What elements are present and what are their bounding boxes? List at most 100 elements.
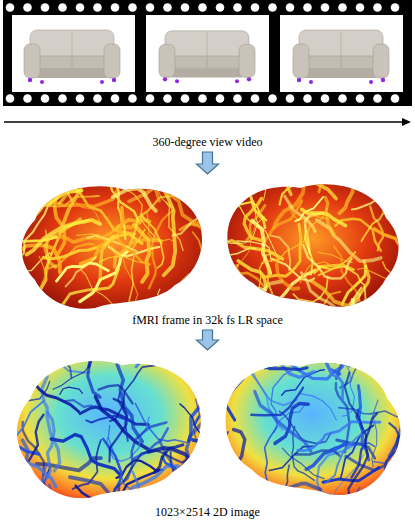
video-panel: 360-degree view video <box>0 0 415 150</box>
sprocket-hole <box>76 94 85 103</box>
fmri-flatmap <box>256 168 294 188</box>
fmri-flatmap <box>374 229 415 285</box>
fmri-panel: fMRI frame in 32k fs LR space <box>0 176 415 328</box>
sprocket-hole <box>23 94 32 103</box>
sprocket-hole <box>111 3 120 12</box>
jet-flatmap <box>29 377 79 412</box>
fmri-flatmap <box>383 262 415 305</box>
fmri-flatmap <box>43 234 142 259</box>
jet-flatmap <box>218 356 407 502</box>
time-arrow <box>402 118 411 126</box>
jet-flatmap <box>194 384 226 424</box>
fmri-flatmap <box>147 213 175 242</box>
sprocket-hole <box>23 3 32 12</box>
fmri-flatmap <box>177 301 221 356</box>
sprocket-hole <box>146 3 155 12</box>
jet-flatmap <box>110 358 171 421</box>
jet-flatmap <box>263 353 314 377</box>
fmri-flatmap <box>311 281 375 313</box>
fmri-flatmap <box>319 252 356 275</box>
jet-flatmap <box>163 457 235 511</box>
fmri-flatmap <box>293 178 336 199</box>
jet-flatmap <box>323 468 379 483</box>
jet-flatmap <box>148 448 197 484</box>
fmri-flatmap <box>0 295 49 343</box>
jet-flatmap <box>351 488 360 523</box>
jet-flatmap <box>244 332 307 369</box>
jet-flatmap <box>385 423 399 471</box>
fmri-flatmap <box>177 121 415 384</box>
fmri-flatmap <box>353 288 370 356</box>
fmri-flatmap <box>224 273 264 287</box>
jet-flatmap <box>255 392 311 452</box>
jet-flatmap <box>324 327 366 374</box>
fmri-flatmap <box>211 241 283 259</box>
jet-flatmap <box>237 346 250 380</box>
fmri-flatmap <box>263 172 308 200</box>
jet-flatmap <box>117 485 125 524</box>
film-strip <box>3 0 412 106</box>
fmri-flatmap <box>113 188 156 211</box>
caption-group: 360-degree view video <box>0 135 415 150</box>
jet-flatmap <box>267 488 292 524</box>
sprocket-hole <box>128 3 137 12</box>
sprocket-hole <box>216 94 225 103</box>
jet-flatmap <box>3 488 39 507</box>
sprocket-hole <box>373 94 382 103</box>
jet-flatmap <box>43 309 89 373</box>
jet-flatmap <box>202 432 228 460</box>
fmri-flatmap <box>62 269 119 307</box>
fmri-flatmap <box>25 256 46 351</box>
fmri-flatmap <box>103 160 162 243</box>
jet-flatmap <box>154 422 203 493</box>
sprocket-hole <box>233 3 242 12</box>
time-arrow <box>4 121 404 122</box>
panel-caption: 360-degree view video <box>151 135 265 150</box>
fmri-flatmap <box>266 156 321 192</box>
fmri-flatmap <box>0 223 57 242</box>
fmri-flatmap <box>280 164 340 205</box>
jet-flatmap <box>377 351 415 378</box>
jet-flatmap <box>340 331 368 388</box>
jet-flatmap <box>88 296 96 367</box>
jet-flatmap <box>389 393 415 456</box>
fmri-flatmap <box>61 176 92 232</box>
fmri-flatmap <box>129 184 172 202</box>
fmri-flatmap <box>233 195 251 222</box>
jet-flatmap <box>335 323 349 363</box>
fmri-flatmap <box>220 178 405 313</box>
jet-flatmap <box>336 281 364 379</box>
film-strip <box>280 15 403 92</box>
fmri-flatmap <box>199 232 225 306</box>
jet-flatmap <box>42 376 60 470</box>
sprocket-hole <box>391 94 400 103</box>
sprocket-hole <box>146 94 155 103</box>
sprocket-hole <box>93 94 102 103</box>
image-panel: 1023×2514 2D image <box>0 352 415 520</box>
jet-flatmap <box>346 305 403 366</box>
sprocket-hole <box>6 94 15 103</box>
jet-flatmap <box>68 341 100 397</box>
sprocket-hole <box>233 94 242 103</box>
fmri-flatmap <box>110 140 140 224</box>
time-arrow <box>4 118 411 126</box>
fmri-flatmap <box>58 302 133 347</box>
sprocket-hole <box>286 3 295 12</box>
jet-flatmap <box>235 465 273 497</box>
fmri-flatmap <box>208 248 256 261</box>
sprocket-hole <box>58 94 67 103</box>
sprocket-hole <box>163 94 172 103</box>
fmri-flatmap <box>388 302 415 317</box>
fmri-flatmap <box>277 259 299 289</box>
fmri-flatmap <box>244 199 262 241</box>
jet-flatmap <box>345 373 363 429</box>
fmri-flatmap <box>15 180 210 315</box>
fmri-flatmap <box>0 286 31 312</box>
jet-flatmap <box>372 400 378 467</box>
sprocket-hole <box>356 3 365 12</box>
jet-flatmap <box>386 494 415 524</box>
sprocket-hole <box>338 94 347 103</box>
jet-flatmap <box>60 387 83 394</box>
jet-flatmap <box>23 440 28 482</box>
